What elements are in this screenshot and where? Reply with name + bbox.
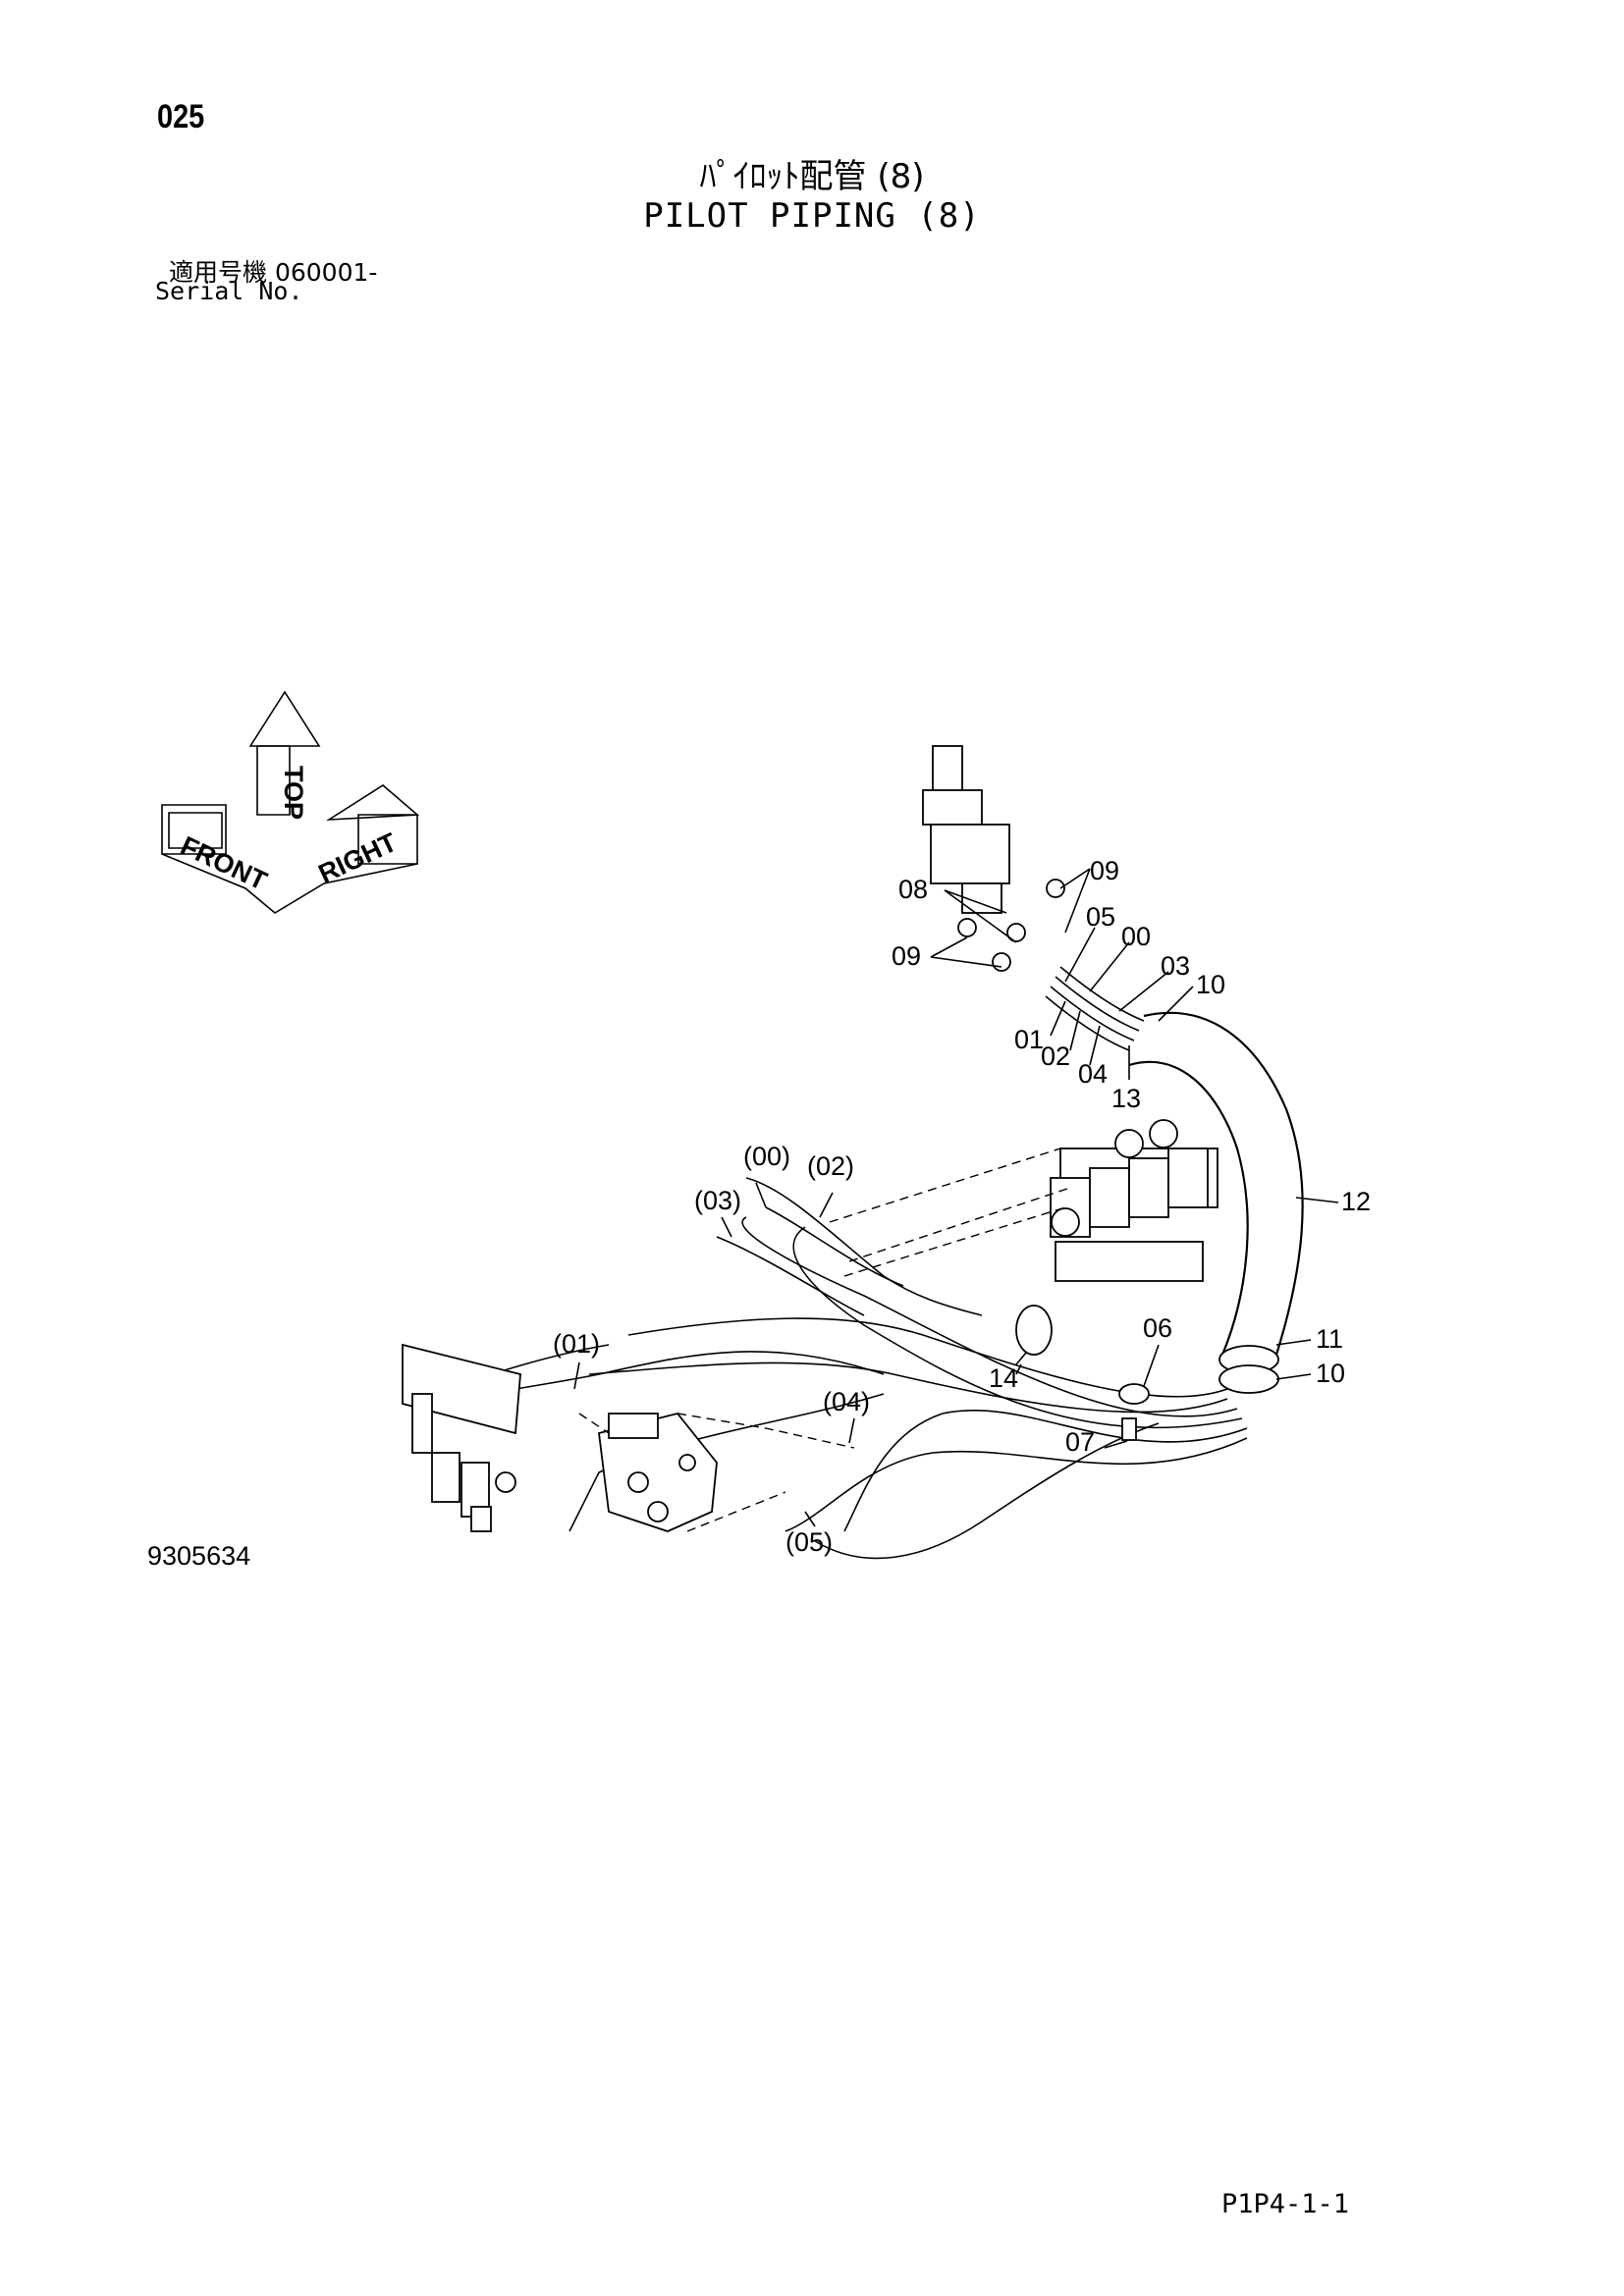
callout-09: 09 bbox=[1090, 856, 1119, 885]
page-title-japanese: ﾊﾟｲﾛｯﾄ配管 (8) bbox=[699, 157, 925, 196]
callout-10: 10 bbox=[1316, 1359, 1345, 1388]
callout-14: 14 bbox=[989, 1363, 1018, 1393]
callout-13: 13 bbox=[1111, 1084, 1141, 1113]
callout-09: 09 bbox=[892, 941, 921, 971]
callout-11: 11 bbox=[1316, 1324, 1343, 1354]
mounting-bracket-part bbox=[402, 1343, 521, 1532]
callout-01: 01 bbox=[1014, 1025, 1044, 1054]
page-title-english: PILOT PIPING (8) bbox=[643, 196, 981, 236]
callout-02: 02 bbox=[1041, 1041, 1070, 1071]
callout-04-ref: (04) bbox=[823, 1387, 870, 1416]
drawing-number: 9305634 bbox=[147, 1541, 251, 1571]
callout-05: 05 bbox=[1086, 902, 1115, 932]
callout-07: 07 bbox=[1065, 1427, 1095, 1457]
callout-10: 10 bbox=[1196, 970, 1225, 999]
callout-05-ref: (05) bbox=[785, 1527, 833, 1557]
pilot-valve-part bbox=[922, 745, 1065, 972]
callout-03-ref: (03) bbox=[694, 1186, 741, 1215]
callout-06: 06 bbox=[1143, 1313, 1172, 1343]
serial-label: Serial No. bbox=[155, 277, 303, 305]
callout-12: 12 bbox=[1341, 1187, 1371, 1216]
callout-04: 04 bbox=[1078, 1059, 1108, 1089]
callout-00: 00 bbox=[1121, 922, 1151, 951]
callout-00-ref: (00) bbox=[743, 1142, 790, 1171]
orientation-arrows-icon: FRONT TOP RIGHT bbox=[161, 690, 420, 914]
serial-range-japanese: 適用号機 060001- bbox=[169, 258, 378, 287]
callout-03: 03 bbox=[1161, 951, 1190, 981]
page-number: 025 bbox=[157, 98, 205, 135]
solenoid-valve-block-part bbox=[1050, 1119, 1218, 1282]
callout-02-ref: (02) bbox=[807, 1151, 854, 1181]
callout-01-ref: (01) bbox=[553, 1329, 600, 1359]
orientation-front-label: FRONT bbox=[176, 830, 271, 896]
orientation-top-label: TOP bbox=[279, 766, 308, 820]
callout-08: 08 bbox=[898, 875, 928, 904]
sheet-reference: P1P4-1-1 bbox=[1221, 2189, 1350, 2219]
control-valve-part bbox=[598, 1412, 718, 1532]
